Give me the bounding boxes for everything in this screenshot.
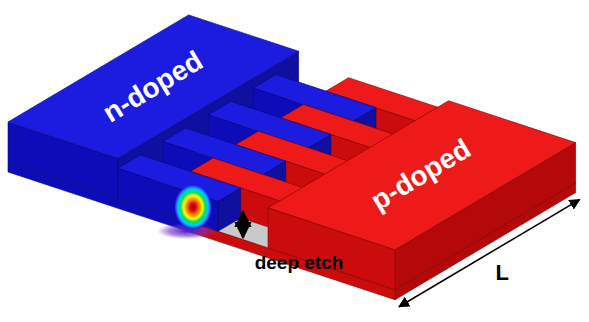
- dimension-label: deep etch: [255, 252, 344, 271]
- n-finger: [118, 155, 241, 231]
- region-label: p-doped: [367, 135, 476, 216]
- length-arrow: [399, 200, 580, 307]
- optical-mode: [174, 184, 212, 230]
- region-label: n-doped: [99, 46, 208, 127]
- dimension-label: L: [496, 262, 509, 284]
- top-face: [268, 101, 576, 250]
- etch-depth-arrow: [242, 212, 245, 238]
